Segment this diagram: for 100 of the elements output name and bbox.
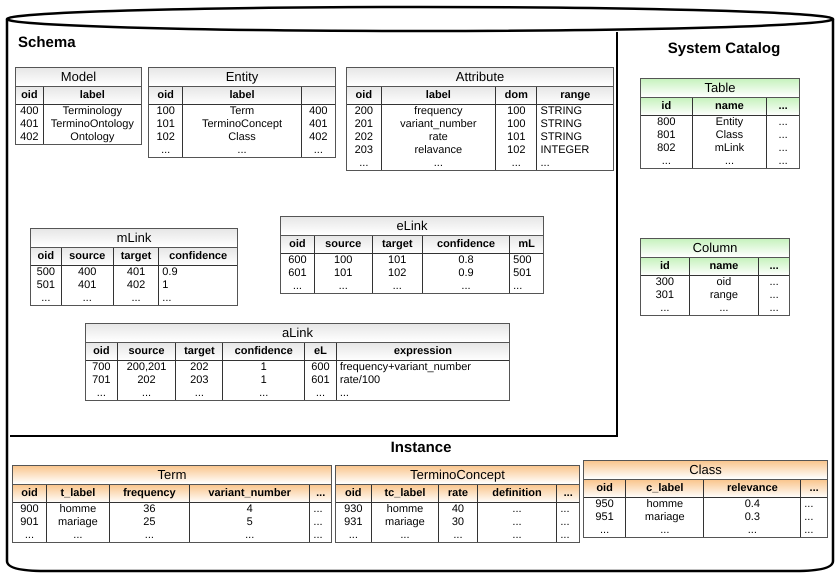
table-cell: ... (766, 129, 799, 142)
column-header: rate (438, 485, 478, 502)
column-header: label (182, 87, 302, 104)
table-cell: ... (477, 516, 557, 529)
table-cell: Class (182, 131, 302, 144)
table-title: Column (641, 239, 789, 258)
table-cell: frequency (381, 104, 496, 118)
table-cell: ... (800, 498, 827, 511)
table-cell: ... (149, 144, 183, 157)
table-cell: 600 (281, 254, 314, 267)
table-cell: relavance (381, 144, 496, 157)
table-cell: 800 (641, 116, 692, 129)
table-cell: 0.8 (422, 254, 510, 267)
table-cell: 202 (176, 360, 223, 374)
column-header: definition (477, 485, 557, 502)
table-cell: ... (704, 524, 801, 537)
table-cell: ... (301, 144, 335, 157)
table-cell: mariage (371, 516, 439, 529)
table-title: Table (641, 79, 799, 98)
table-cell: 951 (584, 511, 626, 524)
table-cell: 102 (149, 131, 183, 144)
table-cell: 202 (117, 374, 176, 387)
table-cell: 801 (641, 129, 692, 142)
data-table (12, 465, 332, 543)
table-title: Attribute (347, 68, 613, 87)
table-cell: homme (46, 502, 110, 516)
table-cell: ... (689, 302, 759, 315)
table-cell: 1 (158, 279, 237, 292)
table-cell: ... (758, 276, 789, 289)
data-table (335, 465, 580, 543)
table-cell: ... (766, 142, 799, 155)
table-cell: STRING (536, 118, 613, 131)
table-cell: ... (336, 387, 509, 400)
table-cell: 30 (438, 516, 478, 529)
column-header: oid (16, 87, 44, 104)
table-cell: ... (13, 529, 46, 542)
table-cell: ... (536, 157, 613, 170)
table-cell: TerminoOntology (43, 118, 141, 131)
column-header: tc_label (371, 485, 439, 502)
table-cell: ... (109, 529, 190, 542)
table-cell: 950 (584, 498, 626, 511)
column-header: name (692, 98, 767, 116)
data-table (148, 67, 336, 158)
table-cell: ... (692, 155, 767, 168)
section-title: Schema (18, 34, 76, 51)
table-cell: ... (556, 502, 579, 516)
table-cell: TerminoConcept (182, 118, 302, 131)
column-header: oid (86, 343, 118, 360)
table-cell: 700 (86, 360, 118, 374)
table-cell: ... (422, 280, 510, 293)
table-cell: 200 (347, 104, 382, 118)
data-table (640, 78, 800, 169)
column-header: oid (584, 480, 626, 498)
table-cell: 500 (31, 266, 62, 279)
table-cell: ... (310, 529, 331, 542)
table-title: Class (584, 461, 827, 480)
table-cell: ... (584, 524, 626, 537)
table-cell: Ontology (43, 131, 141, 144)
table-cell: ... (766, 155, 799, 168)
section-title: Instance (390, 439, 452, 456)
table-cell: 0.9 (158, 266, 237, 279)
data-table (640, 238, 790, 316)
table-cell: variant_number (381, 118, 496, 131)
column-header: confidence (422, 236, 510, 254)
table-cell: ... (438, 529, 478, 542)
data-table (346, 67, 614, 171)
table-cell: 201 (347, 118, 382, 131)
table-cell: mLink (692, 142, 767, 155)
table-cell: mariage (46, 516, 110, 529)
column-header: ... (556, 485, 579, 502)
table-cell: 36 (109, 502, 190, 516)
table-cell: ... (281, 280, 314, 293)
table-cell: Term (182, 104, 302, 118)
table-cell: 1 (222, 374, 305, 387)
column-header: range (536, 87, 613, 104)
table-title: Model (16, 68, 141, 87)
table-cell: 701 (86, 374, 118, 387)
column-header: ... (766, 98, 799, 116)
table-cell: ... (641, 302, 690, 315)
column-header: t_label (46, 485, 110, 502)
column-header: ... (758, 258, 789, 276)
table-cell: ... (626, 524, 704, 537)
table-cell: 500 (510, 254, 543, 267)
table-cell: 203 (347, 144, 382, 157)
column-header: oid (336, 485, 372, 502)
table-cell: Terminology (43, 104, 141, 118)
table-cell: 601 (281, 267, 314, 280)
table-cell: 802 (641, 142, 692, 155)
table-cell: ... (113, 292, 159, 305)
table-cell: frequency+variant_number (336, 360, 509, 374)
table-cell: ... (61, 292, 114, 305)
table-cell: 0.4 (704, 498, 801, 511)
table-cell: 400 (301, 104, 335, 118)
column-header: label (381, 87, 496, 104)
table-cell: ... (510, 280, 543, 293)
table-cell: ... (314, 280, 372, 293)
table-title: TerminoConcept (336, 466, 579, 485)
table-cell: 402 (113, 279, 159, 292)
column-header: id (641, 98, 692, 116)
column-header: source (61, 248, 114, 266)
